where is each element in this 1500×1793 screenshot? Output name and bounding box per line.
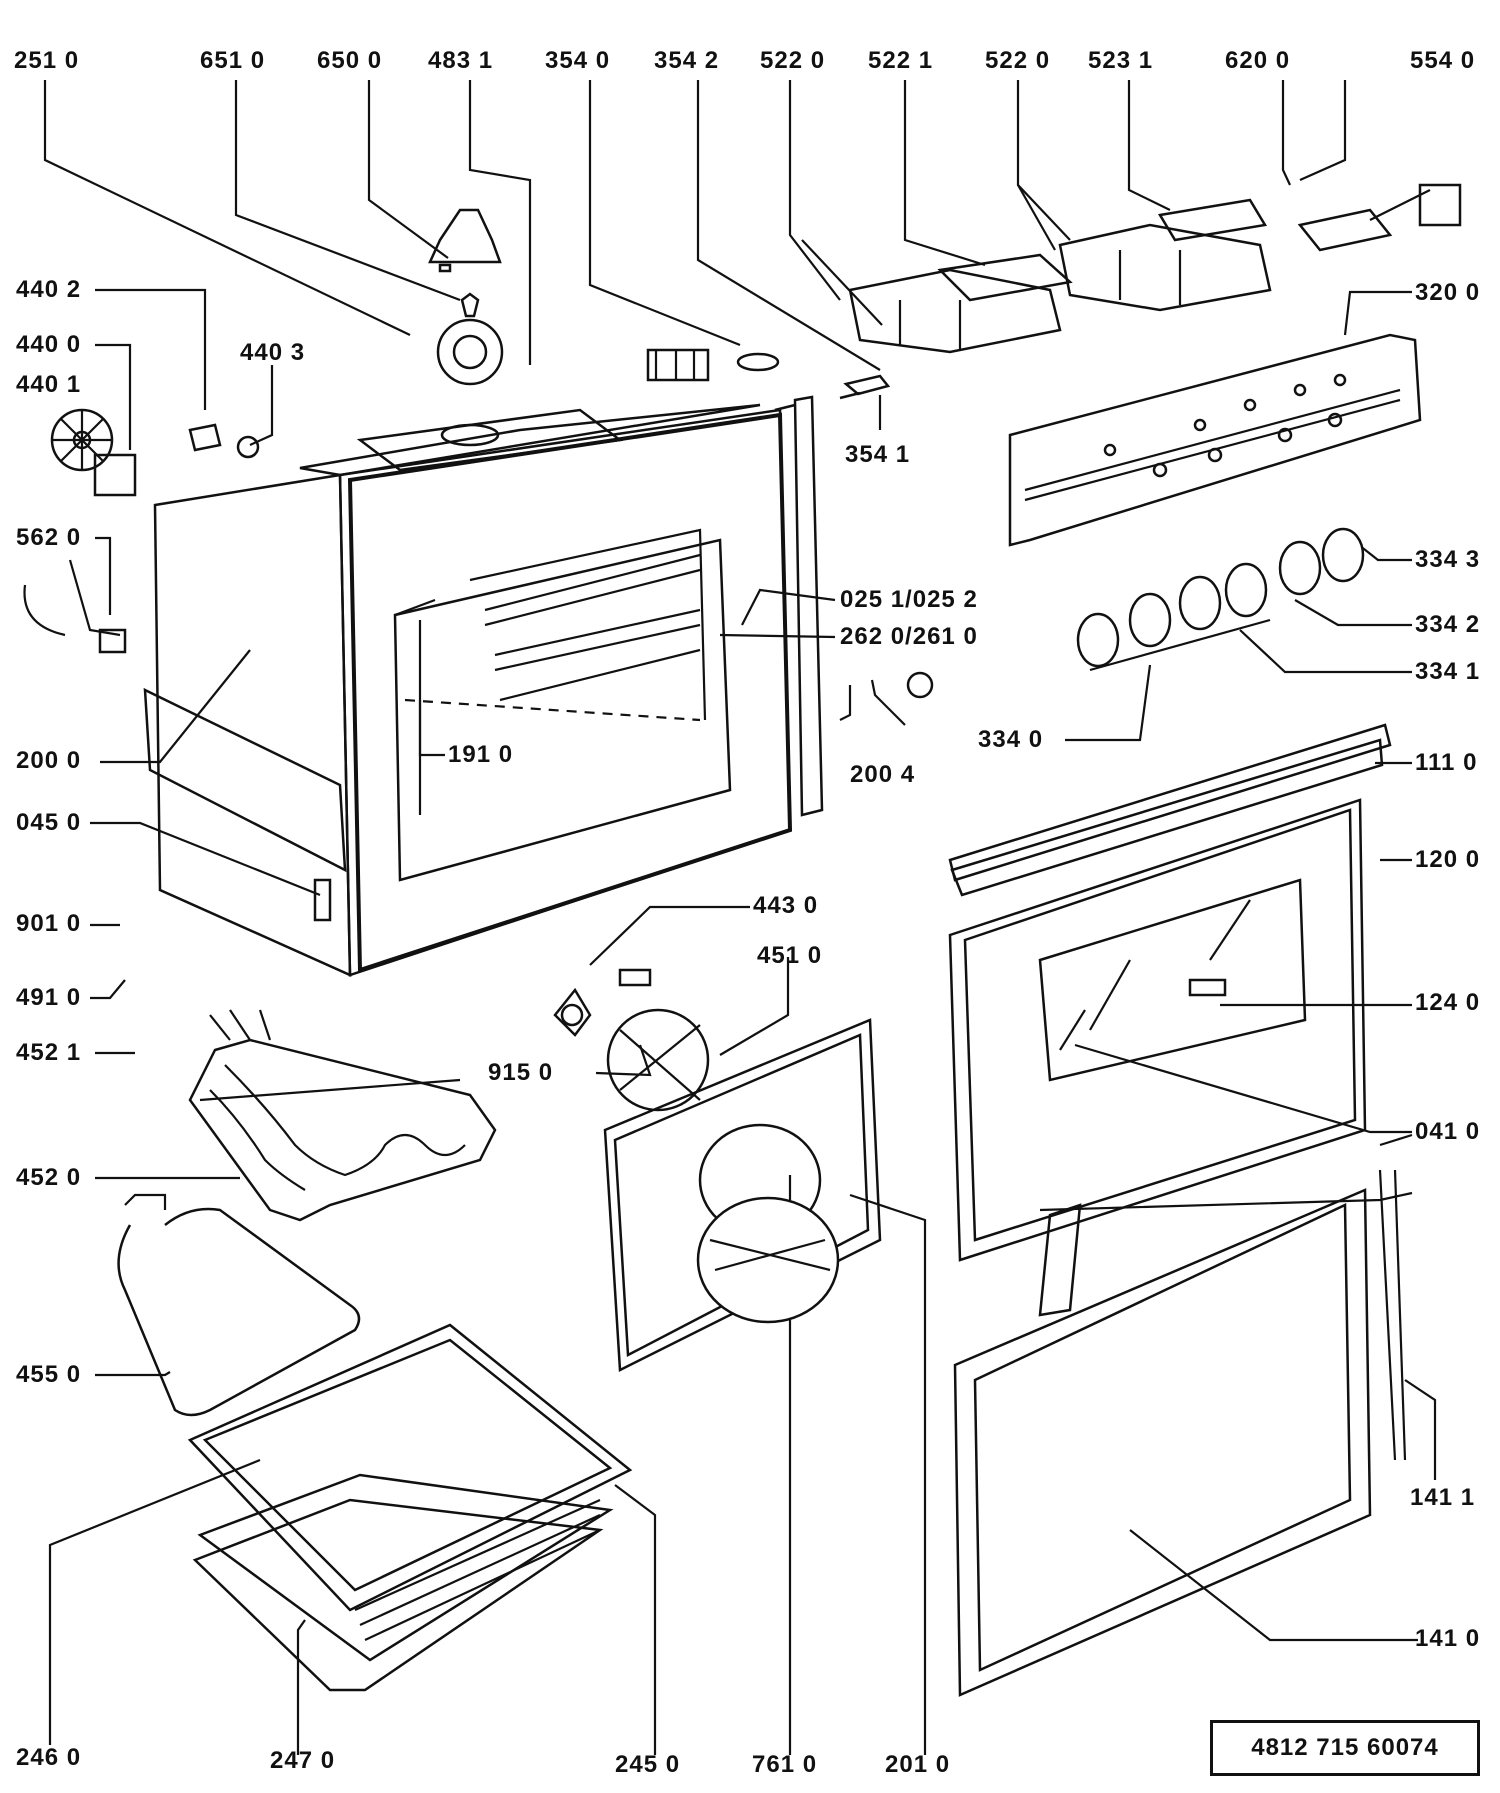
grill-element: [188, 1009, 497, 1222]
label-124-0: 124 0: [1415, 989, 1481, 1016]
control-panel: [1008, 333, 1422, 547]
label-111-0: 111 0: [1415, 749, 1478, 776]
fan-motor-parts: [428, 208, 891, 400]
label-452-1: 452 1: [16, 1039, 82, 1066]
lower-element: [117, 1193, 361, 1417]
label-041-0: 041 0: [1415, 1118, 1481, 1145]
label-247-0: 247 0: [270, 1747, 336, 1774]
label-522-0-a: 522 0: [760, 47, 826, 74]
baking-trays: [187, 1323, 633, 1692]
label-440-0: 440 0: [16, 331, 82, 358]
label-523-1: 523 1: [1088, 47, 1154, 74]
label-440-1: 440 1: [16, 371, 82, 398]
label-025-1-025-2: 025 1/025 2: [840, 586, 978, 613]
label-620-0: 620 0: [1225, 47, 1291, 74]
cooling-fan: [23, 408, 260, 654]
label-246-0: 246 0: [16, 1744, 82, 1771]
control-knobs: [1076, 527, 1365, 672]
label-915-0: 915 0: [488, 1059, 554, 1086]
label-354-1: 354 1: [845, 441, 911, 468]
label-334-3: 334 3: [1415, 546, 1481, 573]
label-554-0: 554 0: [1410, 47, 1476, 74]
label-120-0: 120 0: [1415, 846, 1481, 873]
label-354-0: 354 0: [545, 47, 611, 74]
label-452-0: 452 0: [16, 1164, 82, 1191]
back-panel: [603, 1018, 882, 1372]
oven-door: [948, 723, 1392, 1317]
label-354-2: 354 2: [654, 47, 720, 74]
label-334-0: 334 0: [978, 726, 1044, 753]
label-262-0-261-0: 262 0/261 0: [840, 623, 978, 650]
label-562-0: 562 0: [16, 524, 82, 551]
label-651-0: 651 0: [200, 47, 266, 74]
label-901-0: 901 0: [16, 910, 82, 937]
label-200-4: 200 4: [850, 761, 916, 788]
label-334-2: 334 2: [1415, 611, 1481, 638]
label-251-0: 251 0: [14, 47, 80, 74]
label-320-0: 320 0: [1415, 279, 1481, 306]
leader-lines: [43, 80, 1437, 1755]
label-440-3: 440 3: [240, 339, 306, 366]
label-141-0: 141 0: [1415, 1625, 1481, 1652]
label-455-0: 455 0: [16, 1361, 82, 1388]
label-200-0: 200 0: [16, 747, 82, 774]
lower-panel: [953, 1169, 1407, 1697]
fan-blade-and-guard: [553, 968, 710, 1112]
label-522-1: 522 1: [868, 47, 934, 74]
label-141-1: 141 1: [1410, 1484, 1476, 1511]
label-440-2: 440 2: [16, 276, 82, 303]
label-045-0: 045 0: [16, 809, 82, 836]
label-483-1: 483 1: [428, 47, 494, 74]
oven-cavity: [143, 395, 934, 977]
label-522-0-b: 522 0: [985, 47, 1051, 74]
label-334-1: 334 1: [1415, 658, 1481, 685]
label-201-0: 201 0: [885, 1751, 951, 1778]
control-switches: [848, 183, 1462, 354]
label-245-0: 245 0: [615, 1751, 681, 1778]
label-761-0: 761 0: [752, 1751, 818, 1778]
label-451-0: 451 0: [757, 942, 823, 969]
label-491-0: 491 0: [16, 984, 82, 1011]
label-443-0: 443 0: [753, 892, 819, 919]
label-650-0: 650 0: [317, 47, 383, 74]
label-191-0: 191 0: [448, 741, 514, 768]
document-number-box: 4812 715 60074: [1210, 1720, 1480, 1776]
